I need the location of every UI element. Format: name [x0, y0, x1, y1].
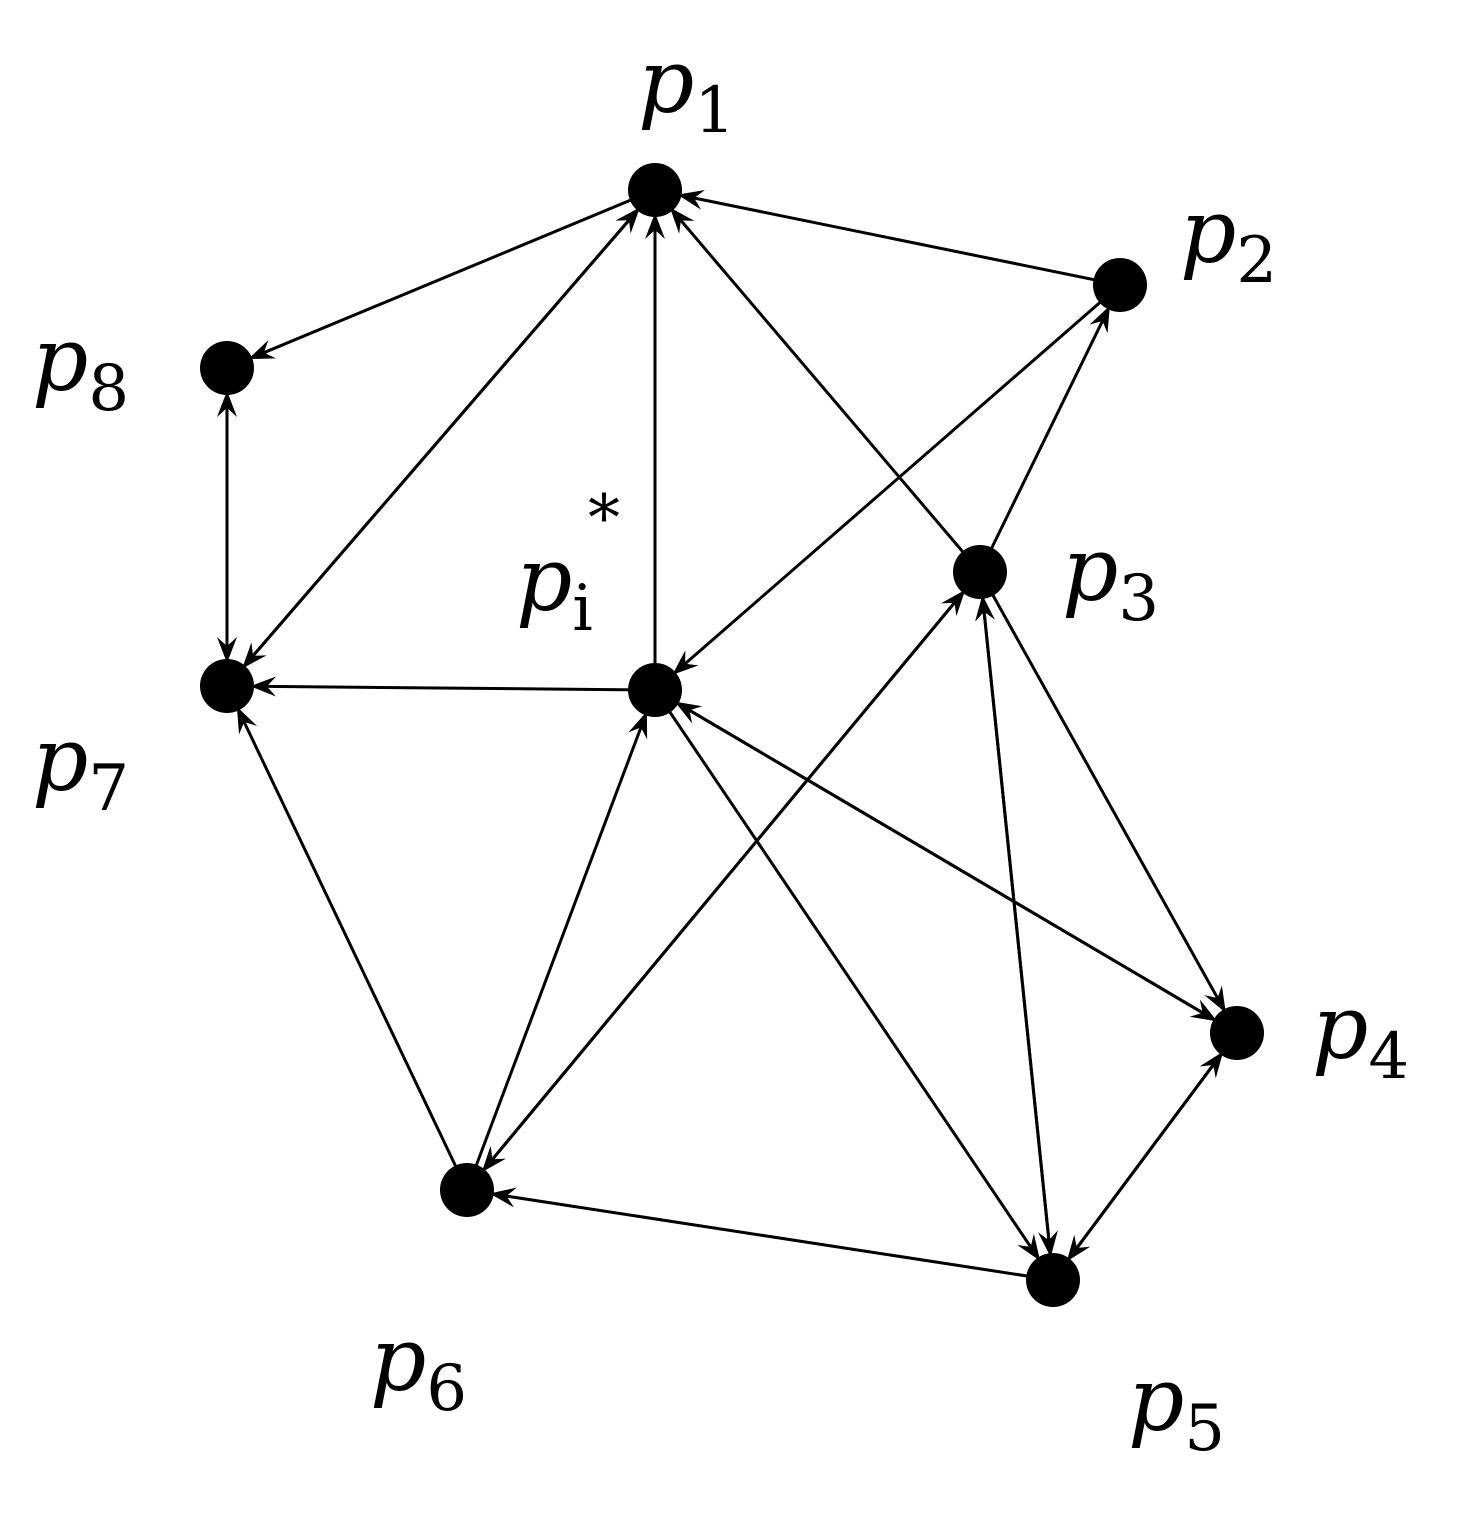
edge-p3-to-p6	[490, 571, 982, 1162]
edge-p3-to-p4	[978, 571, 1220, 1001]
edge-pi-to-p5	[653, 689, 1033, 1249]
node-p8	[200, 341, 254, 395]
node-p3	[953, 545, 1007, 599]
edge-p2-to-pi	[683, 283, 1121, 666]
edge-p3-to-p2	[978, 319, 1105, 573]
node-p7	[200, 659, 254, 713]
arrowhead-p1-to-p8	[248, 339, 277, 360]
edge-p4-to-pi	[687, 708, 1238, 1035]
label-p3: p3	[1062, 518, 1159, 636]
arrowhead-p5-to-p6	[489, 1187, 517, 1208]
edge-p7-to-p1	[225, 218, 631, 687]
arrowhead-pi-to-p5	[1017, 1233, 1041, 1261]
arrowhead-pi-to-p7	[249, 676, 277, 697]
arrowhead-p5-to-p3	[975, 594, 995, 622]
nodes-layer	[200, 163, 1264, 1307]
edge-pi-to-p7	[265, 684, 656, 692]
edge-p4-to-p5	[1074, 1032, 1239, 1250]
label-p1: p1	[638, 30, 735, 148]
label-p6: p6	[370, 1308, 467, 1426]
arrowhead-p6-to-p7	[236, 706, 258, 735]
edge-p5-to-p6	[504, 1194, 1054, 1282]
edge-p3-to-p1	[678, 218, 982, 573]
node-p2	[1093, 258, 1147, 312]
label-pi: pi	[516, 528, 593, 646]
node-pi	[628, 663, 682, 717]
node-p1	[628, 163, 682, 217]
arrowhead-p3-to-p2	[1089, 305, 1110, 334]
edge-p6-to-p7	[242, 720, 469, 1191]
arrowhead-p3-to-p6	[481, 1145, 506, 1173]
arrowhead-p2-to-p1	[677, 190, 706, 210]
arrowhead-pi-to-p1	[645, 213, 665, 239]
arrowhead-p3-to-p4	[1204, 985, 1226, 1013]
arrowhead-p2-to-pi	[672, 650, 699, 675]
label-pi-star: *	[588, 482, 620, 556]
edges-layer	[217, 188, 1239, 1282]
node-p5	[1026, 1253, 1080, 1307]
edge-p2-to-p1	[692, 196, 1121, 287]
arrowhead-p7-to-p1	[615, 207, 640, 234]
arrowhead-p6-to-pi	[628, 711, 648, 740]
arrowhead-p4-to-pi	[674, 701, 703, 724]
labels-layer: p1 p2 p3 p4 p5 p6 p7 p8 pi *	[32, 30, 1409, 1466]
node-p6	[440, 1163, 494, 1217]
edge-p5-to-p3	[982, 610, 1055, 1281]
label-p4: p4	[1312, 976, 1409, 1094]
label-p8: p8	[32, 308, 129, 426]
node-p4	[1210, 1006, 1264, 1060]
edge-p6-to-pi	[465, 725, 643, 1191]
label-p2: p2	[1180, 180, 1277, 298]
arrowhead-p4-to-p5	[1066, 1234, 1091, 1262]
label-p7: p7	[32, 708, 129, 826]
label-p5: p5	[1128, 1348, 1225, 1466]
arrowhead-p3-to-p1	[669, 207, 695, 234]
arrowhead-p8-to-p7	[217, 637, 237, 663]
edge-p1-to-p8	[262, 188, 656, 355]
